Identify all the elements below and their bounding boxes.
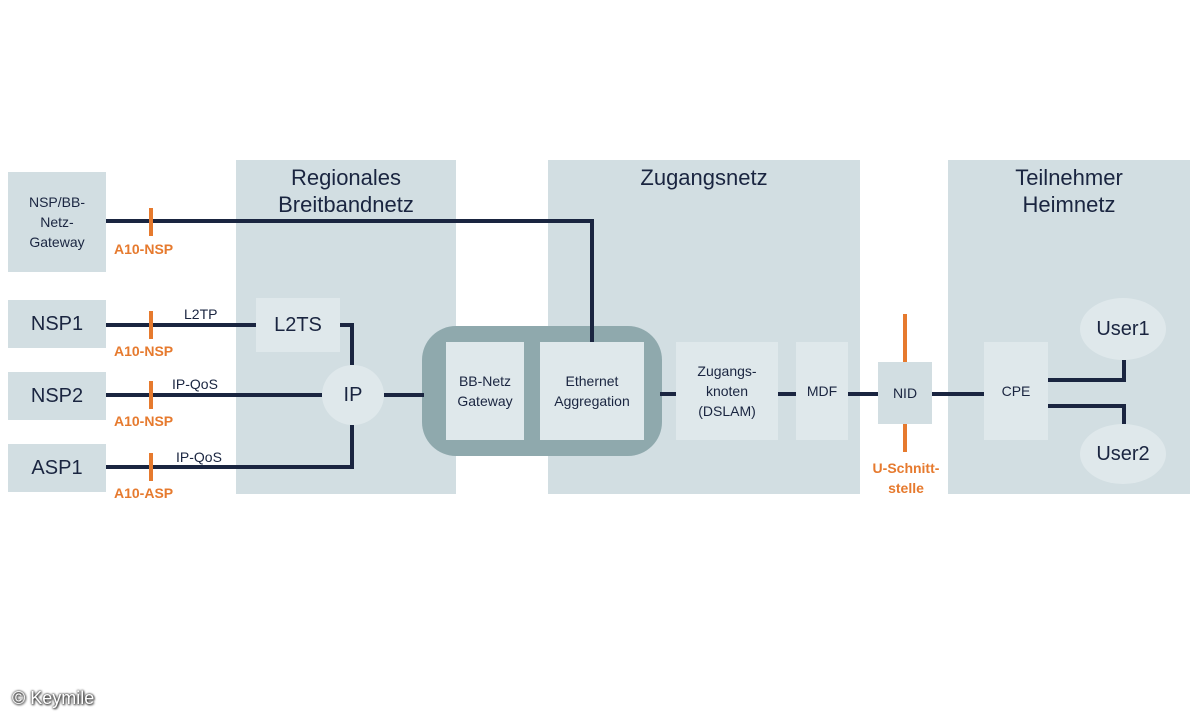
u-interface-label: U-Schnitt- stelle bbox=[872, 460, 940, 496]
nid-node: NID bbox=[878, 362, 932, 424]
l2ts-label: L2TS bbox=[274, 313, 322, 336]
user1-label: User1 bbox=[1096, 317, 1150, 340]
ipqos-asp1-label: IP-QoS bbox=[176, 449, 222, 465]
user2-node: User2 bbox=[1080, 424, 1166, 484]
nid-label: NID bbox=[892, 385, 918, 401]
link-l2ts-to-ip bbox=[340, 323, 354, 365]
user2-label: User2 bbox=[1096, 442, 1150, 465]
a10-nsp1-label: A10-NSP bbox=[114, 343, 174, 359]
access-node-dslam: Zugangs- knoten (DSLAM) bbox=[676, 342, 778, 440]
link-asp1 bbox=[106, 425, 354, 469]
ipqos-nsp2-label: IP-QoS bbox=[172, 376, 218, 392]
access-node-label: Zugangs- knoten (DSLAM) bbox=[697, 363, 757, 419]
copyright-notice: © Keymile bbox=[12, 688, 95, 708]
nsp1-label: NSP1 bbox=[30, 312, 84, 335]
link-gateway-to-aggregation bbox=[106, 219, 594, 342]
bb-gateway-node: BB-Netz Gateway bbox=[446, 342, 524, 440]
nsp-bb-gateway-label: NSP/BB- Netz- Gateway bbox=[28, 194, 85, 250]
nsp2-box: NSP2 bbox=[8, 372, 106, 420]
mdf-node: MDF bbox=[796, 342, 848, 440]
bb-gateway-label: BB-Netz Gateway bbox=[457, 373, 513, 409]
zone-regional-title: Regionales Breitbandnetz bbox=[278, 165, 414, 217]
a10-nsp-gateway-label: A10-NSP bbox=[114, 241, 174, 257]
nsp2-label: NSP2 bbox=[30, 384, 84, 407]
a10-nsp2-label: A10-NSP bbox=[114, 413, 174, 429]
ethernet-aggregation-node: Ethernet Aggregation bbox=[540, 342, 644, 440]
link-cpe-to-user2 bbox=[1048, 404, 1126, 424]
l2tp-label: L2TP bbox=[184, 306, 218, 322]
ip-label: IP bbox=[343, 383, 363, 406]
nsp-bb-gateway-box: NSP/BB- Netz- Gateway bbox=[8, 172, 106, 272]
asp1-box: ASP1 bbox=[8, 444, 106, 492]
cpe-label: CPE bbox=[1001, 383, 1031, 399]
ip-node: IP bbox=[322, 365, 384, 425]
ethernet-aggregation-label: Ethernet Aggregation bbox=[554, 373, 630, 409]
zone-access-title: Zugangsnetz bbox=[640, 165, 768, 190]
a10-asp-label: A10-ASP bbox=[114, 485, 174, 501]
cpe-node: CPE bbox=[984, 342, 1048, 440]
l2ts-node: L2TS bbox=[256, 298, 340, 352]
nsp1-box: NSP1 bbox=[8, 300, 106, 348]
user1-node: User1 bbox=[1080, 298, 1166, 360]
asp1-label: ASP1 bbox=[31, 456, 83, 479]
link-cpe-to-user1 bbox=[1048, 360, 1126, 382]
mdf-label: MDF bbox=[806, 383, 838, 399]
zone-home-title: Teilnehmer Heimnetz bbox=[1015, 165, 1123, 217]
